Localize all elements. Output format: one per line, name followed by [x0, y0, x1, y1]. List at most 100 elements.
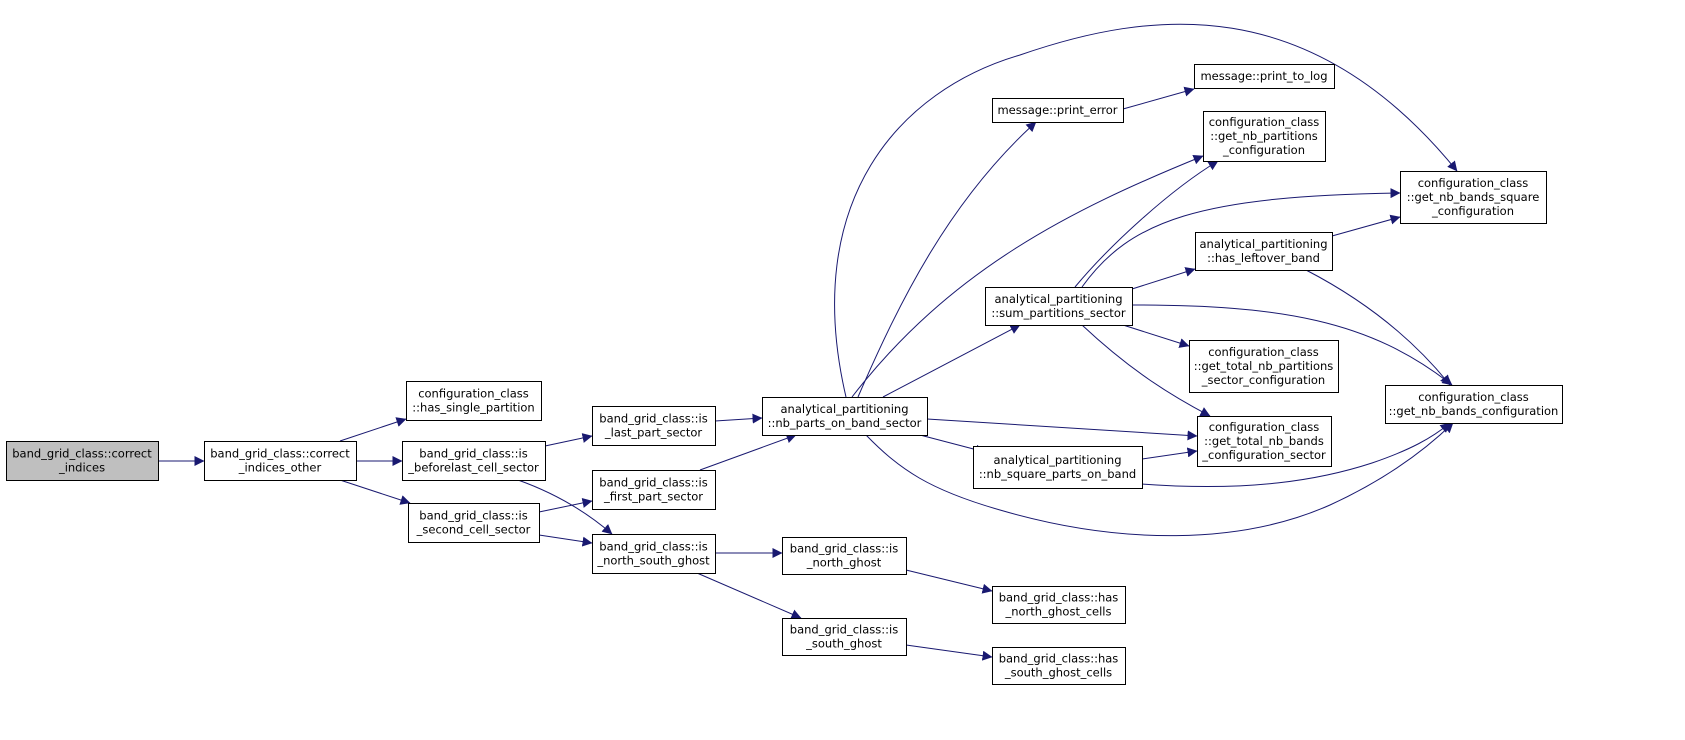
node-label-line: _configuration	[1431, 204, 1514, 218]
node-box	[402, 441, 546, 481]
node-label-line: analytical_partitioning	[995, 292, 1123, 306]
node-label-line: _north_south_ghost	[596, 554, 710, 568]
node-hngc[interactable]: band_grid_class::has_north_ghost_cells	[992, 586, 1126, 624]
edge-nspb-to-gtnbcs	[1141, 447, 1198, 460]
node-root: band_grid_class::correct_indices	[6, 441, 159, 481]
edge-npbs-to-sps	[882, 324, 1021, 398]
node-label-line: ::nb_parts_on_band_sector	[768, 416, 922, 430]
node-ibcs[interactable]: band_grid_class::is_beforelast_cell_sect…	[402, 441, 546, 481]
node-label-line: band_grid_class::is	[419, 447, 527, 461]
node-box	[1385, 385, 1563, 424]
node-gnbsc[interactable]: configuration_class::get_nb_bands_square…	[1400, 171, 1547, 224]
node-label-line: configuration_class	[1209, 420, 1320, 434]
node-box	[406, 381, 542, 421]
node-box	[1197, 416, 1332, 467]
edge-sps-to-gnpc	[1074, 160, 1219, 288]
node-label-line: ::nb_square_parts_on_band	[979, 467, 1136, 481]
node-label-line: band_grid_class::correct	[12, 447, 152, 461]
node-label-line: _configuration	[1222, 143, 1305, 157]
edge-cio-to-iscs	[339, 479, 411, 505]
edge-cio-to-hsp	[339, 417, 407, 442]
node-label-line: _indices	[58, 461, 105, 475]
node-box	[1195, 232, 1333, 271]
node-label-line: ::has_single_partition	[412, 401, 534, 415]
node-gnbc[interactable]: configuration_class::get_nb_bands_config…	[1385, 385, 1563, 424]
node-box	[762, 397, 928, 436]
node-ing[interactable]: band_grid_class::is_north_ghost	[782, 537, 907, 575]
edge-sps-to-hlb	[1131, 267, 1196, 290]
edge-npbs-to-perr	[857, 121, 1037, 398]
node-label-line: _indices_other	[238, 461, 322, 475]
node-label-line: configuration_class	[418, 387, 529, 401]
node-gtnbcs[interactable]: configuration_class::get_total_nb_bands_…	[1197, 416, 1332, 467]
node-label-line: message::print_error	[997, 103, 1117, 117]
node-label-line: ::has_leftover_band	[1207, 251, 1320, 265]
node-insg[interactable]: band_grid_class::is_north_south_ghost	[592, 534, 716, 574]
node-npbs[interactable]: analytical_partitioning::nb_parts_on_ban…	[762, 397, 928, 436]
node-label-line: _second_cell_sector	[416, 523, 531, 537]
node-label-line: _sector_configuration	[1201, 373, 1325, 387]
edge-ifps-to-npbs	[699, 433, 797, 471]
node-label-line: band_grid_class::correct	[210, 447, 350, 461]
node-label-line: band_grid_class::is	[790, 542, 898, 556]
node-box	[1203, 111, 1326, 162]
edge-ilps-to-npbs	[714, 413, 763, 424]
node-box	[1400, 171, 1547, 224]
node-hlb[interactable]: analytical_partitioning::has_leftover_ba…	[1195, 232, 1333, 271]
node-box	[782, 537, 907, 575]
node-label-line: ::get_total_nb_bands	[1204, 434, 1324, 448]
edge-hlb-to-gnbsc	[1331, 214, 1401, 237]
node-plog[interactable]: message::print_to_log	[1194, 64, 1335, 89]
node-label-line: _beforelast_cell_sector	[407, 461, 539, 475]
edge-ing-to-hngc	[905, 569, 993, 594]
edge-npbs-to-gtnbcs	[926, 418, 1198, 441]
node-label-line: band_grid_class::has	[999, 652, 1119, 666]
node-hsgc[interactable]: band_grid_class::has_south_ghost_cells	[992, 647, 1126, 685]
node-label-line: analytical_partitioning	[1200, 237, 1328, 251]
edge-sps-to-gnbsc	[1081, 188, 1401, 288]
edge-npbs-to-gnbsc	[834, 23, 1458, 398]
node-perr[interactable]: message::print_error	[992, 98, 1124, 123]
edge-sps-to-gnbc	[1131, 304, 1453, 386]
node-label-line: band_grid_class::is	[599, 476, 707, 490]
node-box	[992, 586, 1126, 624]
edge-isg-to-hsgc	[905, 644, 993, 661]
node-iscs[interactable]: band_grid_class::is_second_cell_sector	[408, 503, 540, 543]
node-label-line: ::get_nb_partitions	[1210, 129, 1318, 143]
node-box	[985, 287, 1133, 326]
node-label-line: ::sum_partitions_sector	[991, 306, 1125, 320]
node-cio[interactable]: band_grid_class::correct_indices_other	[204, 441, 357, 481]
edge-npbs-to-gnpc	[851, 154, 1204, 398]
edge-insg-to-isg	[696, 572, 802, 619]
node-ilps[interactable]: band_grid_class::is_last_part_sector	[592, 406, 716, 446]
node-nspb[interactable]: analytical_partitioning::nb_square_parts…	[973, 446, 1143, 489]
node-isg[interactable]: band_grid_class::is_south_ghost	[782, 618, 907, 656]
node-label-line: band_grid_class::is	[419, 509, 527, 523]
node-label-line: ::get_nb_bands_configuration	[1389, 404, 1559, 418]
edge-nspb-to-gnbc	[1141, 422, 1451, 487]
node-ifps[interactable]: band_grid_class::is_first_part_sector	[592, 470, 716, 510]
node-label-line: analytical_partitioning	[781, 402, 909, 416]
node-label-line: configuration_class	[1418, 390, 1529, 404]
node-gtnpsc[interactable]: configuration_class::get_total_nb_partit…	[1189, 340, 1339, 393]
edge-sps-to-gtnbcs	[1081, 324, 1211, 417]
node-gnpc[interactable]: configuration_class::get_nb_partitions_c…	[1203, 111, 1326, 162]
node-label-line: band_grid_class::is	[790, 623, 898, 637]
nodes-layer: band_grid_class::correct_indicesband_gri…	[6, 64, 1563, 685]
node-box	[1194, 64, 1335, 89]
edge-sps-to-gtnpsc	[1122, 324, 1190, 348]
node-sps[interactable]: analytical_partitioning::sum_partitions_…	[985, 287, 1133, 326]
node-label-line: _north_ghost_cells	[1004, 605, 1111, 619]
node-label-line: ::get_nb_bands_square	[1407, 190, 1540, 204]
node-label-line: _last_part_sector	[604, 426, 703, 440]
node-label-line: _configuration_sector	[1201, 448, 1326, 462]
node-label-line: _first_part_sector	[603, 490, 703, 504]
node-hsp[interactable]: configuration_class::has_single_partitio…	[406, 381, 542, 421]
edge-ibcs-to-ilps	[544, 433, 593, 447]
node-label-line: band_grid_class::is	[599, 412, 707, 426]
node-box	[782, 618, 907, 656]
node-label-line: _south_ghost_cells	[1004, 666, 1112, 680]
edge-iscs-to-insg	[538, 534, 593, 547]
